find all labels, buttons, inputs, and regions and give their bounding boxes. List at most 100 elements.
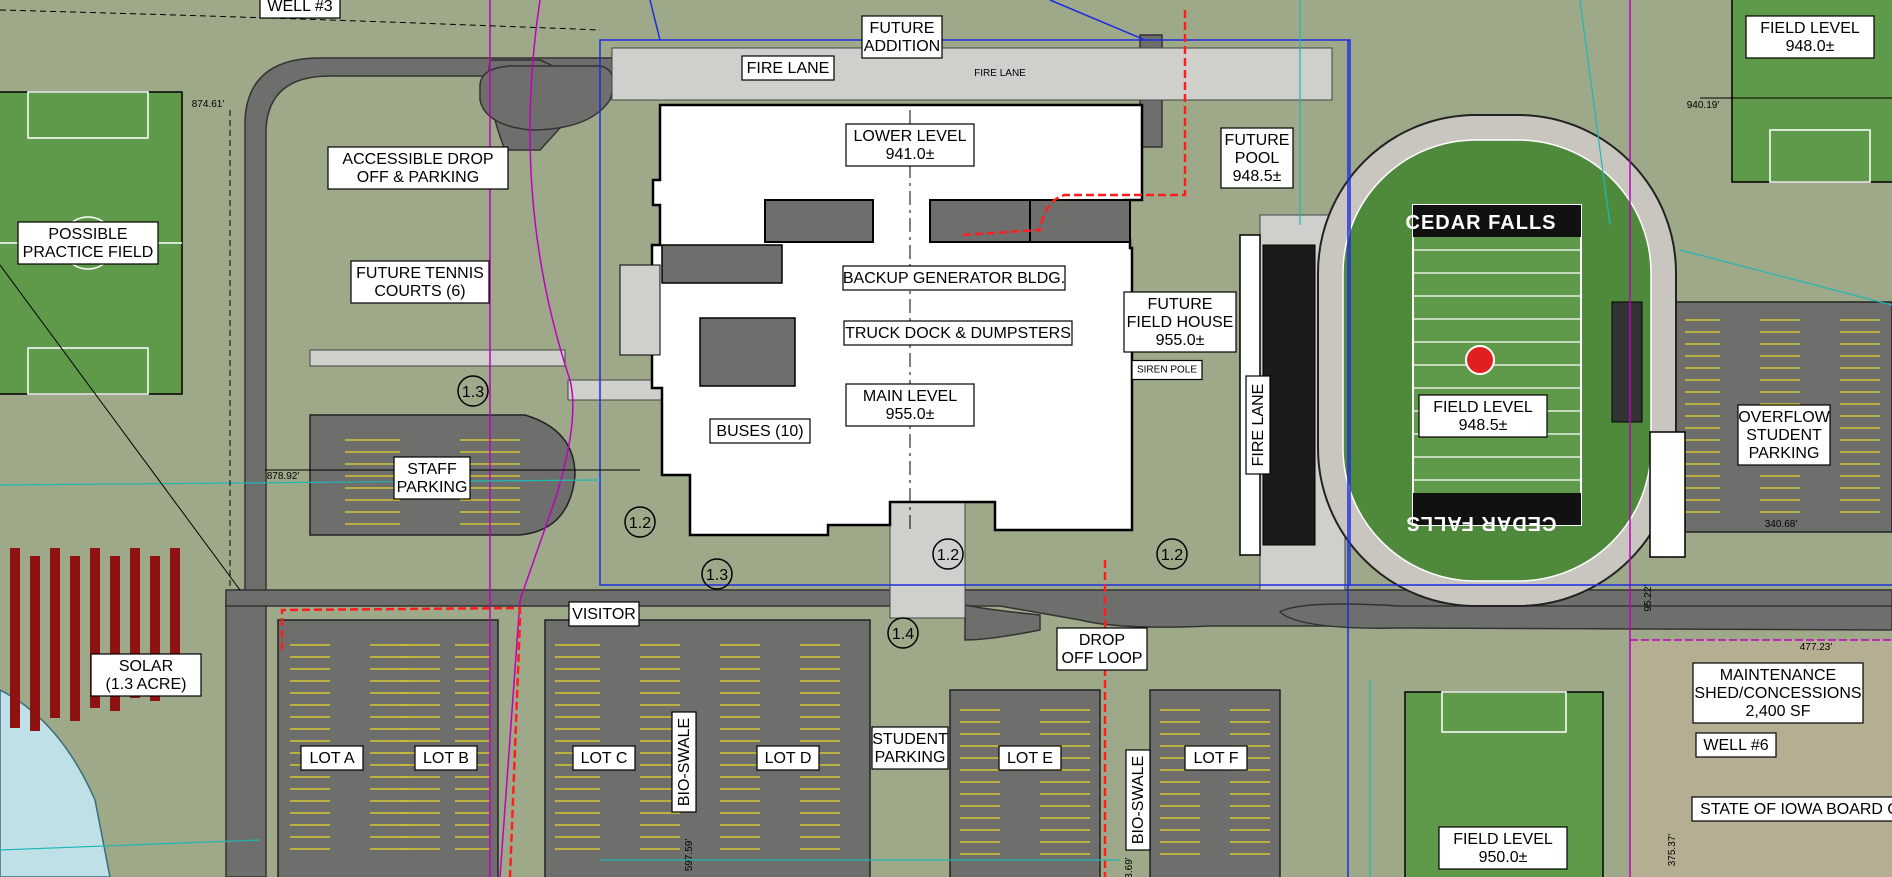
label-lower-level-text: 941.0± <box>886 146 935 163</box>
label-field-level-stadium-text: 948.5± <box>1459 417 1508 434</box>
label-well-6: WELL #6 <box>1695 732 1777 758</box>
callout-1-3-south: 1.3 <box>701 558 733 590</box>
label-well-6-text: WELL #6 <box>1703 737 1768 754</box>
label-future-pool-text: FUTURE <box>1225 132 1290 149</box>
label-fire-lane-vertical-box <box>1245 375 1271 475</box>
callout-1-3-south-ring <box>701 558 733 590</box>
label-future-addition-text: ADDITION <box>864 38 940 55</box>
label-backup-generator: BACKUP GENERATOR BLDG. <box>842 265 1066 291</box>
callout-1-2-west-text: 1.2 <box>629 515 651 532</box>
label-student-parking-text: PARKING <box>875 749 946 766</box>
solar-panel-row <box>110 556 120 711</box>
label-lower-level-box <box>845 123 975 167</box>
label-staff-parking-text: PARKING <box>397 479 468 496</box>
label-buses-text: BUSES (10) <box>716 423 803 440</box>
label-buses-box <box>709 418 811 444</box>
label-future-tennis-text: COURTS (6) <box>374 283 465 300</box>
label-lot-d-text: LOT D <box>765 750 812 767</box>
callout-1-2-center-text: 1.2 <box>937 547 959 564</box>
label-future-addition-box <box>861 15 943 59</box>
label-lot-b-box <box>414 745 478 771</box>
callout-1-3-staff-text: 1.3 <box>462 384 484 401</box>
dim-940: 940.19' <box>1687 100 1720 111</box>
callout-1-2-west: 1.2 <box>624 506 656 538</box>
label-solar-box <box>90 653 202 697</box>
label-backup-generator-box <box>842 265 1066 291</box>
label-truck-dock-text: TRUCK DOCK & DUMPSTERS <box>845 325 1071 342</box>
label-fire-lane-top: FIRE LANE <box>741 55 835 81</box>
label-student-parking-text: STUDENT <box>872 731 948 748</box>
label-lot-f-box <box>1184 745 1248 771</box>
label-bio-swale-east-text: BIO-SWALE <box>1130 756 1147 844</box>
label-field-level-stadium-text: FIELD LEVEL <box>1433 399 1533 416</box>
label-lot-a-text: LOT A <box>309 750 354 767</box>
label-siren-pole: SIREN POLE <box>1131 359 1203 381</box>
label-maintenance-shed-text: 2,400 SF <box>1746 703 1811 720</box>
label-well-3-text: WELL #3 <box>267 0 332 15</box>
label-fire-lane-vertical-text: FIRE LANE <box>1250 384 1267 467</box>
project-boundary <box>599 0 1892 877</box>
label-bio-swale-east-box <box>1125 749 1151 851</box>
label-future-field-house-text: FUTURE <box>1148 296 1213 313</box>
label-bio-swale-west-box <box>671 711 697 813</box>
label-future-field-house-text: 955.0± <box>1156 332 1205 349</box>
label-fire-lane-top-text: FIRE LANE <box>747 60 830 77</box>
label-lot-a: LOT A <box>300 745 364 771</box>
label-future-field-house-box <box>1123 291 1237 353</box>
label-lot-a-box <box>300 745 364 771</box>
label-lot-b: LOT B <box>414 745 478 771</box>
property-lines <box>489 0 1892 877</box>
endzone-text-south: CEDAR FALLS <box>1406 512 1557 534</box>
label-accessible-drop-box <box>327 146 509 190</box>
label-possible-practice-field-box <box>17 221 159 265</box>
callout-1-2-east-text: 1.2 <box>1161 547 1183 564</box>
solar-panel-row <box>90 548 100 708</box>
label-future-pool-box <box>1220 127 1294 189</box>
label-buses: BUSES (10) <box>709 418 811 444</box>
label-future-tennis-text: FUTURE TENNIS <box>356 265 484 282</box>
callout-1-3-staff: 1.3 <box>457 375 489 407</box>
callout-1-2-center: 1.2 <box>932 538 964 570</box>
label-bio-swale-west: BIO-SWALE <box>671 711 697 813</box>
label-future-tennis-box <box>350 260 490 304</box>
callout-1-2-center-ring <box>932 538 964 570</box>
label-overflow-parking-text: STUDENT <box>1746 427 1822 444</box>
label-lot-b-text: LOT B <box>423 750 469 767</box>
label-field-level-south-box <box>1438 826 1568 870</box>
label-solar: SOLAR(1.3 ACRE) <box>90 653 202 697</box>
label-truck-dock-box <box>843 320 1073 346</box>
callout-1-4: 1.4 <box>887 617 919 649</box>
label-maintenance-shed-text: MAINTENANCE <box>1720 667 1836 684</box>
dim-477: 477.23' <box>1800 642 1833 653</box>
dim-95: 95.22' <box>1643 584 1654 611</box>
label-possible-practice-field-text: PRACTICE FIELD <box>23 244 154 261</box>
label-overflow-parking-text: OVERFLOW <box>1738 409 1830 426</box>
label-field-level-south-text: 950.0± <box>1479 849 1528 866</box>
label-state-of-iowa-box <box>1691 796 1892 822</box>
label-overflow-parking-text: PARKING <box>1749 445 1820 462</box>
map-labels: WELL #3 FUTURE ADDITION FIRE LANE FIELD LEVE… <box>17 0 1892 877</box>
label-fire-lane-top-box <box>741 55 835 81</box>
label-main-level-box <box>845 383 975 427</box>
label-field-level-stadium-box <box>1418 394 1548 438</box>
drop-off-loop-north <box>479 65 615 131</box>
label-lot-c: LOT C <box>572 745 636 771</box>
callout-1-2-east: 1.2 <box>1156 538 1188 570</box>
label-siren-pole-text: SIREN POLE <box>1137 365 1197 376</box>
solar-array <box>10 548 180 731</box>
label-possible-practice-field-text: POSSIBLE <box>48 226 127 243</box>
linework <box>0 9 1892 591</box>
label-visitor-text: VISITOR <box>572 606 636 623</box>
label-field-level-ne-text: FIELD LEVEL <box>1760 20 1860 37</box>
parking-stripes <box>290 319 1880 855</box>
dim-878: 878.92' <box>267 471 300 482</box>
